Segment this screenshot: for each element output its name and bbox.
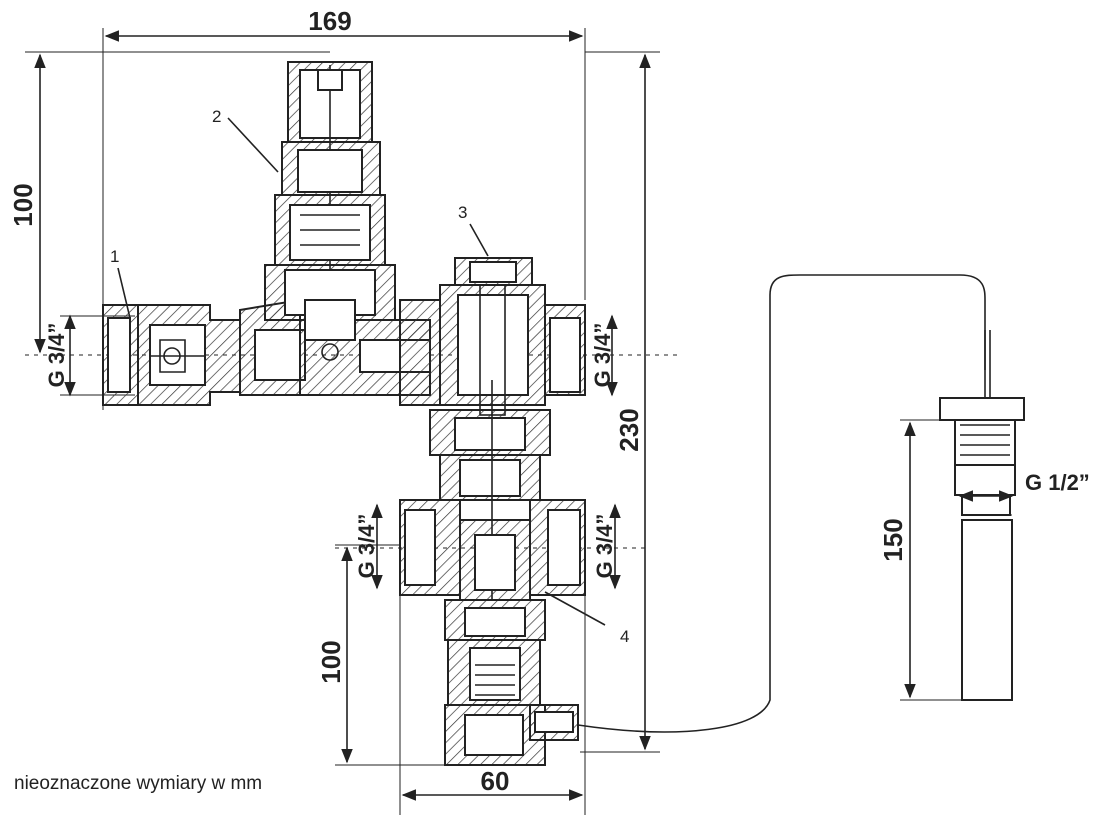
thread-sensor: G 1/2” xyxy=(958,470,1090,502)
left-inlet-thread-label: G 3/4” xyxy=(44,323,69,388)
dimension-sensor-length: 150 xyxy=(878,419,962,701)
thread-lower-right: G 3/4” xyxy=(592,503,621,590)
callout-4-label: 4 xyxy=(620,627,629,646)
lower-mixing-body xyxy=(399,499,586,601)
dimensions-note: nieoznaczone wymiary w mm xyxy=(14,773,262,794)
thermostatic-valve-column xyxy=(429,257,586,600)
capillary-tube xyxy=(577,274,986,733)
dimension-left-height: 100 xyxy=(8,51,330,354)
callout-1: 1 xyxy=(110,247,131,319)
left-inlet-body xyxy=(102,304,241,406)
right-upper-thread-label: G 3/4” xyxy=(590,323,615,388)
dimension-lower-height: 100 xyxy=(316,544,450,766)
callout-2: 2 xyxy=(212,107,279,173)
top-width-label: 169 xyxy=(308,6,351,36)
callout-4: 4 xyxy=(544,591,629,646)
callout-1-label: 1 xyxy=(110,247,119,266)
lower-right-thread-label: G 3/4” xyxy=(592,514,617,579)
bottom-width-label: 60 xyxy=(481,766,510,796)
sensor-length-label: 150 xyxy=(878,518,908,561)
callout-2-label: 2 xyxy=(212,107,221,126)
temperature-sensor xyxy=(939,330,1025,701)
thread-lower-left: G 3/4” xyxy=(354,503,383,590)
sensor-thread-label: G 1/2” xyxy=(1025,470,1090,495)
callout-3-label: 3 xyxy=(458,203,467,222)
upper-horizontal-pipe xyxy=(239,298,441,406)
top-safety-valve xyxy=(264,61,396,361)
bottom-thermostatic-head xyxy=(444,599,579,766)
lower-left-thread-label: G 3/4” xyxy=(354,514,379,579)
lower-height-label: 100 xyxy=(316,640,346,683)
thread-right-upper: G 3/4” xyxy=(590,314,618,397)
total-height-label: 230 xyxy=(614,408,644,451)
callout-3: 3 xyxy=(458,203,489,257)
left-height-label: 100 xyxy=(8,183,38,226)
dimension-bottom-width: 60 xyxy=(399,590,586,815)
dimension-total-height: 230 xyxy=(580,51,660,753)
